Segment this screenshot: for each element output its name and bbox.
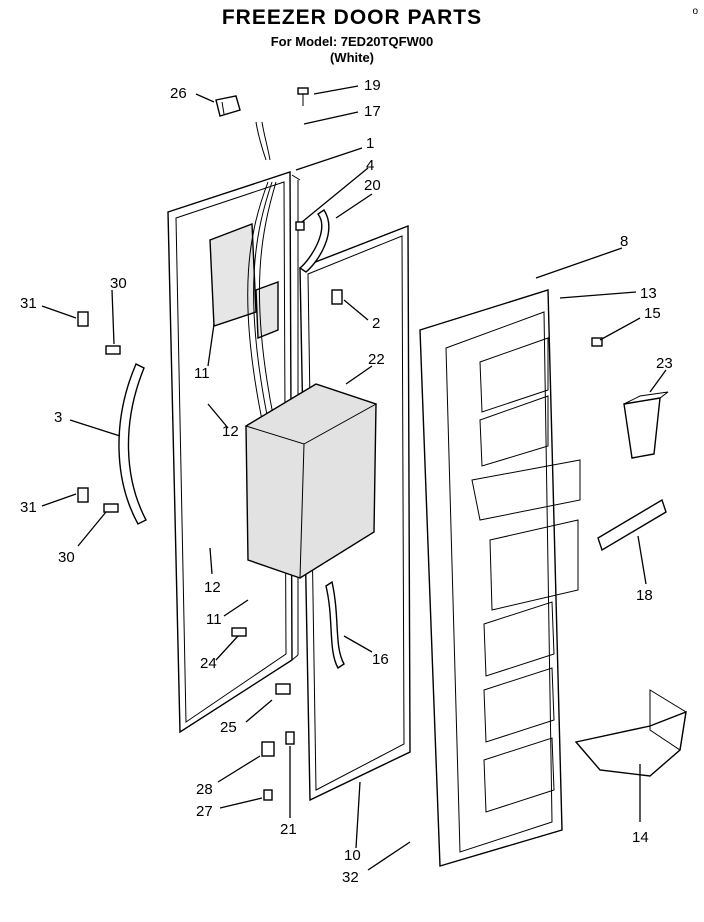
liner-shelves	[471, 337, 581, 813]
page-title: FREEZER DOOR PARTS	[221, 6, 483, 29]
part-4	[295, 221, 305, 231]
part-28	[261, 741, 275, 757]
callout-19: 19	[364, 77, 381, 94]
trim-part-18	[597, 498, 667, 552]
callout-15: 15	[644, 305, 661, 322]
callout-17: 17	[364, 103, 381, 120]
callout-24: 24	[200, 655, 217, 672]
corner-mark: o	[692, 6, 698, 17]
callout-12-bottom: 12	[204, 579, 221, 596]
callout-13: 13	[640, 285, 657, 302]
dispenser-housing	[244, 383, 378, 579]
callout-25: 25	[220, 719, 237, 736]
callout-31-top: 31	[20, 295, 37, 312]
tube-part-16	[325, 580, 345, 670]
part-24	[231, 627, 247, 637]
leader-lines	[41, 85, 667, 871]
callout-10: 10	[344, 847, 361, 864]
part-27	[263, 789, 273, 801]
callout-14: 14	[632, 829, 649, 846]
callout-11-top: 11	[194, 365, 210, 382]
tube-part-20	[298, 209, 330, 273]
handle-screw-30-bottom	[103, 503, 119, 513]
callout-22: 22	[368, 351, 385, 368]
part-21	[285, 731, 295, 745]
callout-2: 2	[372, 315, 380, 332]
callout-20: 20	[364, 177, 381, 194]
handle-spacer-31-top	[77, 311, 89, 327]
wire-harness	[247, 121, 277, 421]
clip-part-2	[331, 289, 343, 305]
callout-30-top: 30	[110, 275, 127, 292]
callout-3: 3	[54, 409, 62, 426]
color-line: (White)	[329, 50, 375, 65]
part-15	[591, 337, 603, 347]
screw-part-19	[297, 87, 309, 106]
callout-11-bottom: 11	[206, 611, 222, 628]
callout-4: 4	[366, 157, 374, 174]
callout-32: 32	[342, 869, 359, 886]
part-25	[275, 683, 291, 695]
callout-16: 16	[372, 651, 389, 668]
callout-28: 28	[196, 781, 213, 798]
callout-12-top: 12	[222, 423, 239, 440]
connector-part-26	[215, 95, 241, 117]
callout-23: 23	[656, 355, 673, 372]
callout-31-bottom: 31	[20, 499, 37, 516]
handle-spacer-31-bottom	[77, 487, 89, 503]
callout-27: 27	[196, 803, 213, 820]
foam-insulation	[209, 223, 279, 340]
handle-screw-30-top	[105, 345, 121, 355]
door-handle	[118, 363, 147, 525]
ice-chute-part-23	[623, 391, 669, 459]
callout-21: 21	[280, 821, 297, 838]
callout-1: 1	[366, 135, 374, 152]
callout-18: 18	[636, 587, 653, 604]
callout-8: 8	[620, 233, 628, 250]
door-bin-part-14	[574, 689, 687, 777]
model-line: For Model: 7ED20TQFW00	[270, 34, 434, 49]
callout-30-bottom: 30	[58, 549, 75, 566]
callout-26: 26	[170, 85, 187, 102]
